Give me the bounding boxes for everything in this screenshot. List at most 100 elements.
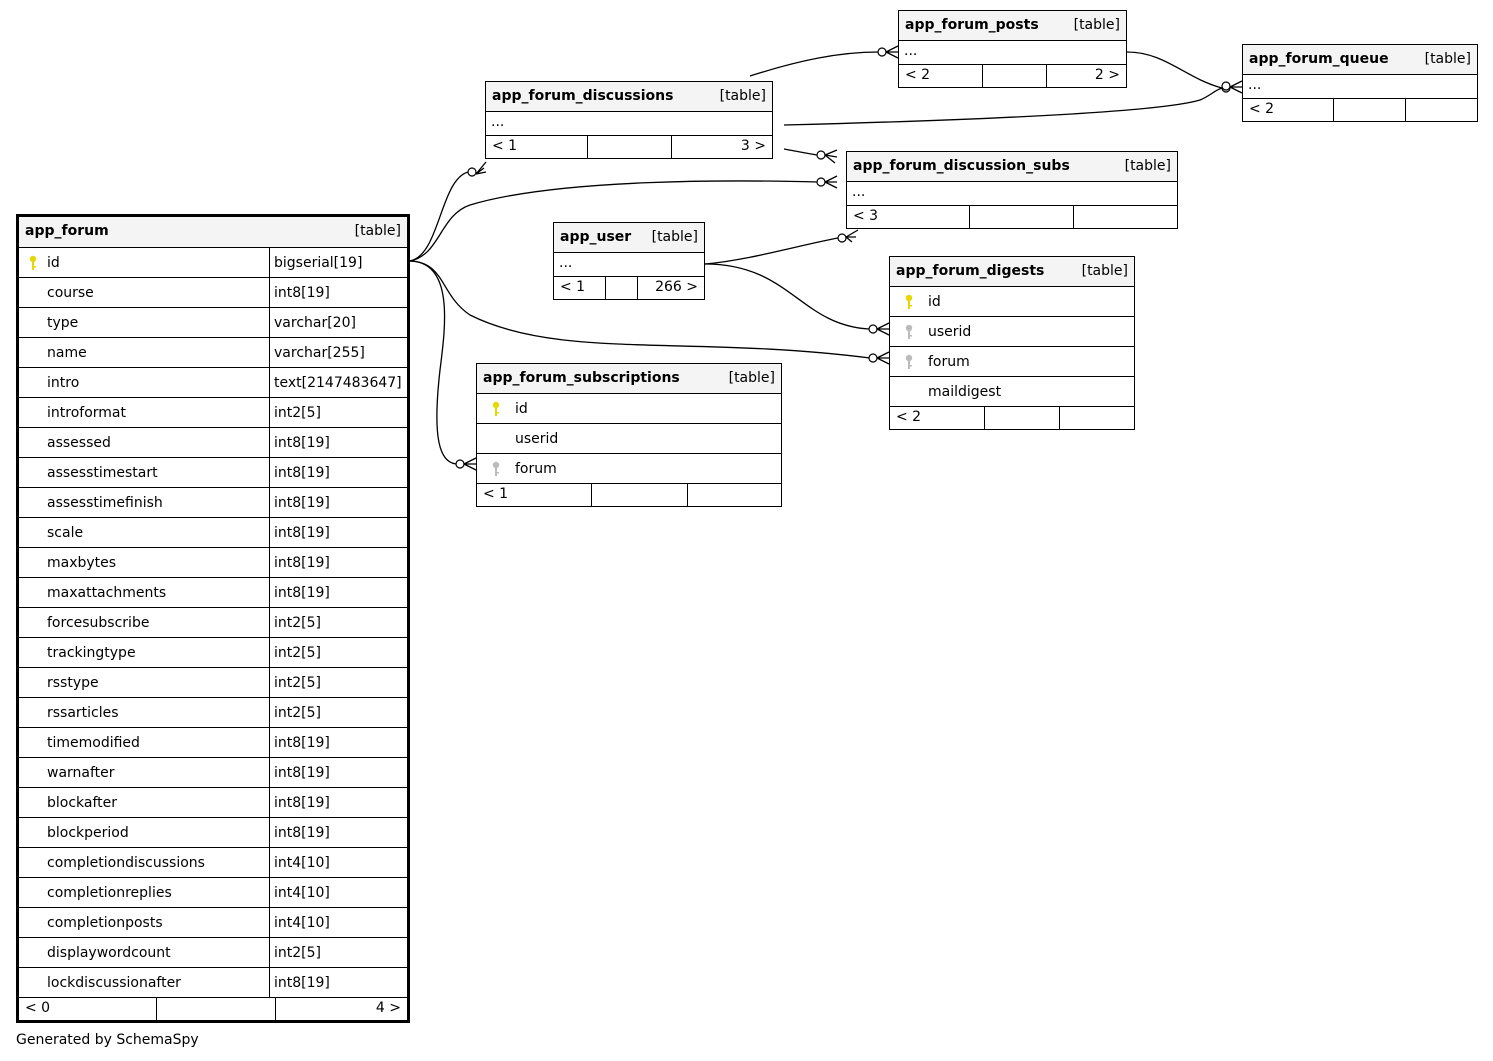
- table-header: app_user [table]: [554, 223, 704, 253]
- table-app-forum-subscriptions[interactable]: app_forum_subscriptions [table] id userid…: [476, 363, 782, 507]
- column-type: varchar[255]: [269, 338, 407, 367]
- column-name: maildigest: [928, 383, 1002, 400]
- column-type: int8[19]: [269, 758, 407, 787]
- footer-parents: < 1: [483, 486, 509, 502]
- table-footer: < 1 3 >: [486, 136, 772, 158]
- column-name: completionreplies: [47, 884, 172, 901]
- columns-ellipsis: ...: [847, 182, 1177, 206]
- table-app-user[interactable]: app_user [table] ... < 1 266 >: [553, 222, 705, 300]
- column-name: assessed: [47, 434, 111, 451]
- column-type: int8[19]: [269, 518, 407, 547]
- table-header: app_forum_posts [table]: [899, 11, 1126, 41]
- table-header: app_forum_discussions [table]: [486, 82, 772, 112]
- column-name: intro: [47, 374, 80, 391]
- table-type-tag: [table]: [1424, 51, 1471, 67]
- column-type: varchar[20]: [269, 308, 407, 337]
- edge-user-discussion-subs: [704, 237, 839, 265]
- column-row: id: [890, 287, 1134, 317]
- footer-children: 4 >: [275, 998, 407, 1020]
- table-footer: < 2: [890, 406, 1134, 429]
- table-footer: < 0 4 >: [19, 997, 407, 1020]
- table-footer: < 1: [477, 483, 781, 506]
- column-row: forum: [477, 454, 781, 483]
- table-header: app_forum_digests [table]: [890, 257, 1134, 287]
- primary-key-icon: [890, 294, 928, 310]
- footer-parents: < 3: [853, 208, 879, 224]
- column-name: scale: [47, 524, 84, 541]
- footer-mid: [982, 65, 1046, 87]
- column-type: int2[5]: [269, 398, 407, 427]
- footer-mid: [984, 407, 1059, 429]
- footer-children: 2 >: [1046, 65, 1126, 87]
- footer-children: [687, 484, 781, 506]
- footer-parents: < 2: [1249, 101, 1275, 117]
- column-name: id: [47, 254, 60, 271]
- table-header: app_forum_discussion_subs [table]: [847, 152, 1177, 182]
- edge-discussions-discussion-subs: [783, 148, 818, 156]
- column-type: int8[19]: [269, 578, 407, 607]
- column-name: forum: [928, 353, 970, 370]
- column-type: int8[19]: [269, 548, 407, 577]
- edge-discussions-posts: [749, 51, 879, 77]
- column-type: int2[5]: [269, 638, 407, 667]
- column-row: id: [477, 394, 781, 424]
- column-name: warnafter: [47, 764, 115, 781]
- column-name: forcesubscribe: [47, 614, 150, 631]
- footer-children: [1405, 99, 1477, 121]
- table-app-forum-queue[interactable]: app_forum_queue [table] ... < 2: [1242, 44, 1478, 122]
- table-app-forum-posts[interactable]: app_forum_posts [table] ... < 2 2 >: [898, 10, 1127, 88]
- column-type: int8[19]: [269, 818, 407, 847]
- column-name: id: [515, 400, 528, 417]
- column-name: forum: [515, 460, 557, 477]
- footer-parents: < 2: [896, 409, 922, 425]
- table-name: app_forum_subscriptions: [483, 370, 680, 386]
- column-type: int4[10]: [269, 878, 407, 907]
- column-row: forcesubscribe int2[5]: [19, 608, 407, 638]
- column-type: int2[5]: [269, 668, 407, 697]
- column-name: lockdiscussionafter: [47, 974, 181, 991]
- edge-forum-subscriptions: [409, 260, 457, 465]
- column-type: int8[19]: [269, 968, 407, 997]
- table-type-tag: [table]: [719, 88, 766, 104]
- table-type-tag: [table]: [728, 370, 775, 386]
- column-row: completionreplies int4[10]: [19, 878, 407, 908]
- column-row: scale int8[19]: [19, 518, 407, 548]
- column-name: userid: [515, 430, 559, 447]
- column-name: rsstype: [47, 674, 99, 691]
- edge-forum-digests: [409, 260, 871, 359]
- table-type-tag: [table]: [1124, 158, 1171, 174]
- footer-children: [1059, 407, 1134, 429]
- table-name: app_forum_posts: [905, 17, 1039, 33]
- column-type: int2[5]: [269, 608, 407, 637]
- column-type: int2[5]: [269, 938, 407, 967]
- column-name: assesstimefinish: [47, 494, 163, 511]
- column-name: timemodified: [47, 734, 140, 751]
- column-type: int8[19]: [269, 488, 407, 517]
- column-name: displaywordcount: [47, 944, 171, 961]
- foreign-key-icon: [477, 461, 515, 477]
- table-name: app_forum_digests: [896, 263, 1045, 279]
- table-app-forum-discussions[interactable]: app_forum_discussions [table] ... < 1 3 …: [485, 81, 773, 159]
- table-name: app_forum: [25, 223, 109, 239]
- columns-ellipsis: ...: [899, 41, 1126, 65]
- table-type-tag: [table]: [1073, 17, 1120, 33]
- edge-forum-discussion-subs: [409, 180, 819, 262]
- column-row: assesstimefinish int8[19]: [19, 488, 407, 518]
- column-name: blockperiod: [47, 824, 129, 841]
- table-app-forum-discussion-subs[interactable]: app_forum_discussion_subs [table] ... < …: [846, 151, 1178, 229]
- column-name: trackingtype: [47, 644, 136, 661]
- column-name: id: [928, 293, 941, 310]
- table-name: app_forum_discussions: [492, 88, 674, 104]
- column-type: int4[10]: [269, 908, 407, 937]
- footer-mid: [969, 206, 1073, 228]
- footer-mid: [591, 484, 687, 506]
- table-name: app_forum_queue: [1249, 51, 1389, 67]
